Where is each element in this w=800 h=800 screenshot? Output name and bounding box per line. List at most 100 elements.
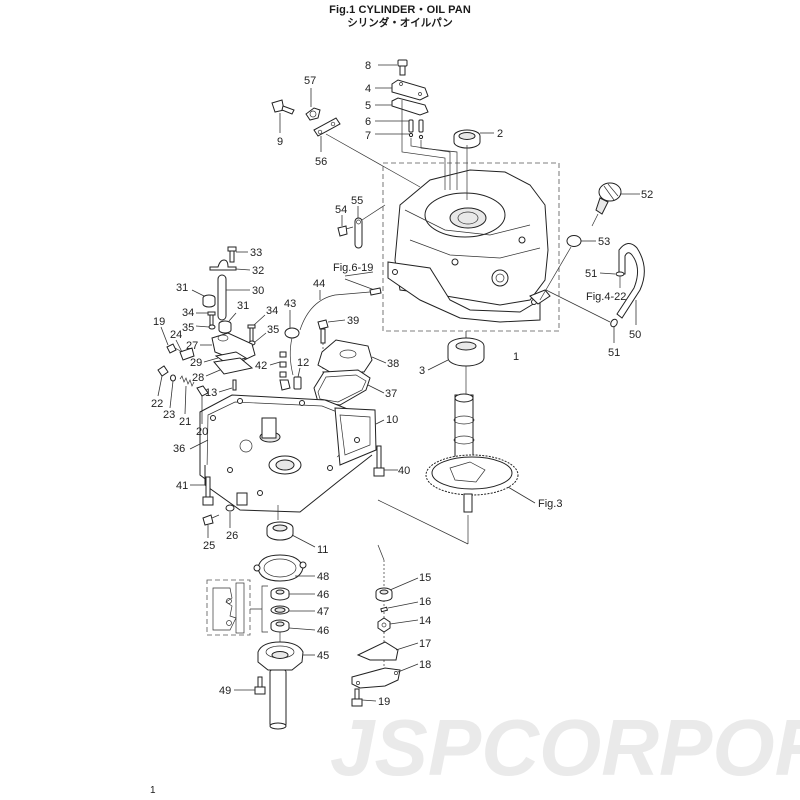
part-50-breather-hose[interactable] [616, 243, 645, 319]
callout-40: 40 [398, 465, 410, 477]
part-49-bolt[interactable] [254, 676, 266, 695]
part-15-oil-seal[interactable] [375, 587, 393, 602]
part-4-plate[interactable] [391, 79, 429, 101]
callout-42: 42 [255, 360, 267, 372]
part-52-oil-filler-cap[interactable] [591, 182, 622, 227]
figure-title-english: Fig.1 CYLINDER・OIL PAN [329, 4, 471, 16]
part-34-bolt-right[interactable] [247, 324, 256, 343]
part-26-washer[interactable] [225, 504, 235, 512]
part-16-pin[interactable] [380, 606, 389, 613]
part-40-bolt[interactable] [373, 445, 385, 477]
part-10-oil-pan[interactable] [199, 394, 377, 513]
part-31-grommet-lower[interactable] [218, 320, 232, 334]
part-8-bolt[interactable] [397, 59, 408, 76]
part-13-dowel-pin[interactable] [232, 379, 237, 391]
camshaft-assembly[interactable] [425, 393, 519, 513]
part-21-spring[interactable] [179, 375, 195, 387]
reference-fig-4-22[interactable]: Fig.4-22 [586, 291, 626, 303]
part-46-seal-upper[interactable] [270, 587, 290, 601]
part-33-bolt[interactable] [227, 246, 237, 263]
part-5-gasket[interactable] [391, 97, 429, 116]
callout-3: 3 [419, 365, 425, 377]
callout-56: 56 [315, 156, 327, 168]
callout-31-upper: 31 [176, 282, 188, 294]
callout-16: 16 [419, 596, 431, 608]
callout-51-lower: 51 [608, 347, 620, 359]
part-18-cover[interactable] [351, 667, 401, 689]
part-17-o-ring[interactable] [356, 641, 399, 661]
callout-2: 2 [497, 128, 503, 140]
part-51-clip-lower[interactable] [609, 318, 618, 328]
part-31-grommet-upper[interactable] [202, 294, 216, 308]
part-22-plug[interactable] [157, 365, 169, 377]
part-14-gear[interactable] [377, 617, 391, 633]
part-3-bearing[interactable] [447, 337, 485, 367]
callout-32: 32 [252, 265, 264, 277]
part-25-screw[interactable] [202, 514, 220, 526]
callout-29: 29 [190, 357, 202, 369]
cylinder-assembly-box [382, 162, 560, 332]
part-39-bolt[interactable] [317, 319, 329, 344]
watermark-text: JSPCORPORATION [330, 703, 800, 792]
callout-13: 13 [205, 387, 217, 399]
part-30-breather-tube[interactable] [217, 274, 227, 321]
part-20-relief-valve[interactable] [196, 385, 209, 397]
callout-34-right: 34 [266, 305, 278, 317]
part-7-washers[interactable] [408, 132, 424, 140]
part-19-bolt-bottom[interactable] [351, 688, 363, 707]
callout-44: 44 [313, 278, 325, 290]
callout-36: 36 [173, 443, 185, 455]
part-53-o-ring[interactable] [566, 235, 582, 247]
part-54-screw[interactable] [337, 225, 354, 237]
part-45-governor-shaft-holder[interactable] [257, 641, 304, 730]
part-46-seal-lower[interactable] [270, 619, 290, 633]
part-35-washer-left[interactable] [208, 324, 216, 330]
part-48-gasket[interactable] [253, 554, 307, 582]
callout-labels: 1 2 3 4 5 6 7 8 9 10 11 12 13 14 15 16 1… [151, 60, 653, 708]
callout-14: 14 [419, 615, 431, 627]
callout-35-right: 35 [267, 324, 279, 336]
figure-title: Fig.1 CYLINDER・OIL PAN シリンダ・オイルパン [0, 4, 800, 29]
part-44-wire-harness[interactable] [299, 287, 382, 331]
reference-fig-3[interactable]: Fig.3 [538, 498, 562, 510]
callout-37: 37 [385, 388, 397, 400]
part-38-cover-plate[interactable] [317, 339, 373, 373]
part-34-bolt-left[interactable] [207, 311, 216, 326]
callout-50: 50 [629, 329, 641, 341]
part-19-bolt-left[interactable] [166, 343, 185, 354]
part-23-o-ring[interactable] [170, 374, 176, 382]
callout-43: 43 [284, 298, 296, 310]
part-24-plate[interactable] [179, 347, 195, 361]
part-47-ring[interactable] [270, 605, 290, 615]
part-6-pins[interactable] [408, 119, 424, 133]
part-32-clamp[interactable] [209, 259, 237, 271]
callout-46-upper: 46 [317, 589, 329, 601]
part-28-breather-gasket[interactable] [213, 357, 254, 375]
part-41-bolt[interactable] [202, 476, 214, 506]
callout-49: 49 [219, 685, 231, 697]
cylinder-block[interactable] [387, 169, 549, 323]
part-55-clamp[interactable] [354, 217, 363, 249]
part-56-bracket[interactable] [313, 117, 341, 137]
part-43-sensor[interactable] [284, 327, 300, 376]
reference-fig-6-19[interactable]: Fig.6-19 [333, 262, 373, 274]
part-57-clip[interactable] [305, 107, 321, 121]
callout-28: 28 [192, 372, 204, 384]
callout-23: 23 [163, 409, 175, 421]
part-9-bolt[interactable] [271, 99, 295, 115]
part-42-fittings[interactable] [279, 351, 291, 391]
callout-35-left: 35 [182, 322, 194, 334]
elbow-fitting[interactable] [529, 289, 551, 305]
callout-33: 33 [250, 247, 262, 259]
part-51-clip-upper[interactable] [615, 271, 625, 277]
callout-22: 22 [151, 398, 163, 410]
part-12-oil-level-switch[interactable] [293, 376, 302, 390]
callout-48: 48 [317, 571, 329, 583]
part-2-oil-seal[interactable] [453, 129, 481, 149]
callout-27: 27 [186, 340, 198, 352]
detail-view-seal-section [212, 582, 245, 634]
page-number: 1 [150, 785, 156, 796]
callout-41: 41 [176, 480, 188, 492]
part-11-oil-seal[interactable] [266, 521, 294, 541]
